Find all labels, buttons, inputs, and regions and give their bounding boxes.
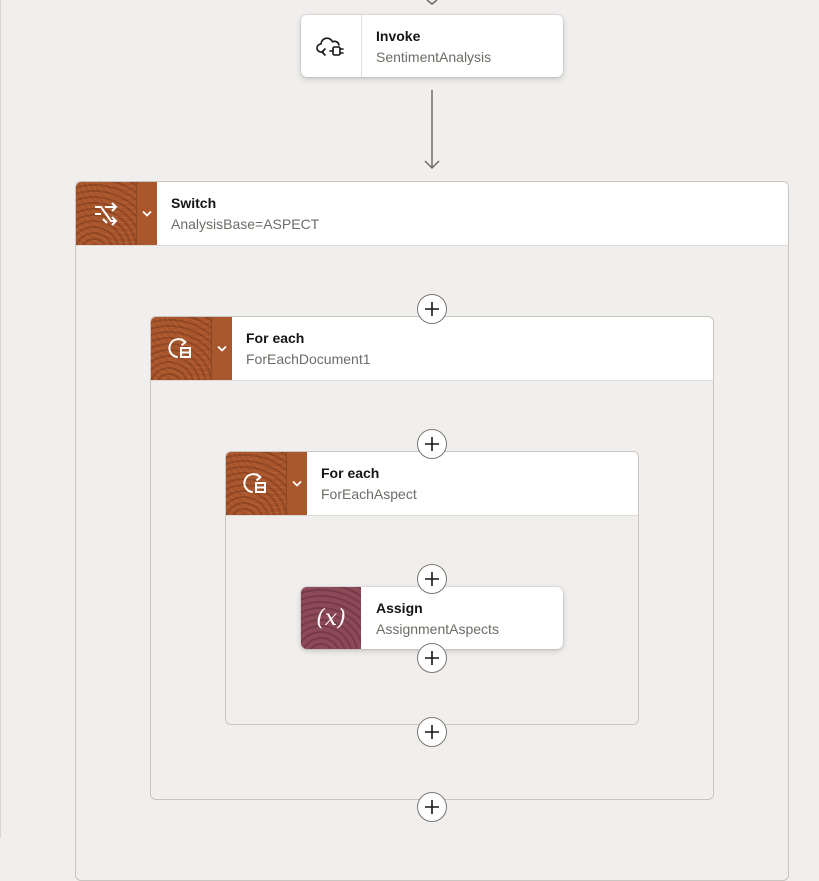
plus-icon (425, 725, 439, 739)
loop-icon (168, 337, 191, 358)
invoke-node-icon-tile (301, 15, 362, 77)
add-action-button[interactable] (417, 792, 447, 822)
foreach-document-header[interactable]: For each ForEachDocument1 (151, 317, 713, 381)
switch-subtitle: AnalysisBase=ASPECT (171, 216, 320, 232)
switch-collapse-toggle[interactable] (136, 182, 157, 245)
assign-node[interactable]: (x) Assign AssignmentAspects (301, 587, 563, 649)
connector-arrow (424, 90, 440, 170)
add-action-button[interactable] (417, 429, 447, 459)
foreach-document-collapse-toggle[interactable] (211, 317, 232, 380)
plus-icon (425, 302, 439, 316)
plus-icon (425, 651, 439, 665)
loop-icon (243, 472, 266, 493)
foreach-document-icon-tile (151, 317, 211, 380)
foreach-aspect-subtitle: ForEachAspect (321, 486, 417, 502)
switch-arrows-icon (95, 201, 118, 226)
foreach-document-subtitle: ForEachDocument1 (246, 351, 371, 367)
add-action-button[interactable] (417, 294, 447, 324)
assign-node-title: Assign (376, 600, 423, 616)
plus-icon (425, 572, 439, 586)
foreach-document-title: For each (246, 330, 305, 346)
chevron-down-icon (142, 210, 152, 217)
canvas-left-border (0, 0, 1, 838)
switch-header[interactable]: Switch AnalysisBase=ASPECT (76, 182, 788, 246)
assign-node-subtitle: AssignmentAspects (376, 621, 499, 637)
foreach-aspect-collapse-toggle[interactable] (286, 452, 307, 515)
flow-canvas: Invoke SentimentAnalysis (0, 0, 789, 881)
foreach-aspect-icon-tile (226, 452, 286, 515)
foreach-aspect-title: For each (321, 465, 380, 481)
invoke-node[interactable]: Invoke SentimentAnalysis (301, 15, 563, 77)
plus-icon (425, 437, 439, 451)
add-action-button[interactable] (417, 717, 447, 747)
switch-title: Switch (171, 195, 217, 211)
add-action-button[interactable] (417, 564, 447, 594)
chevron-down-icon (292, 480, 302, 487)
invoke-node-title: Invoke (376, 28, 421, 44)
cloud-plug-icon (316, 37, 344, 56)
variable-icon: (x) (316, 605, 346, 631)
assign-node-icon-tile: (x) (301, 587, 361, 649)
switch-icon-tile (76, 182, 136, 245)
foreach-aspect-header[interactable]: For each ForEachAspect (226, 452, 638, 516)
plus-icon (425, 800, 439, 814)
invoke-node-subtitle: SentimentAnalysis (376, 49, 492, 65)
add-action-button[interactable] (417, 643, 447, 673)
top-connector-arrow (426, 0, 438, 5)
chevron-down-icon (217, 345, 227, 352)
